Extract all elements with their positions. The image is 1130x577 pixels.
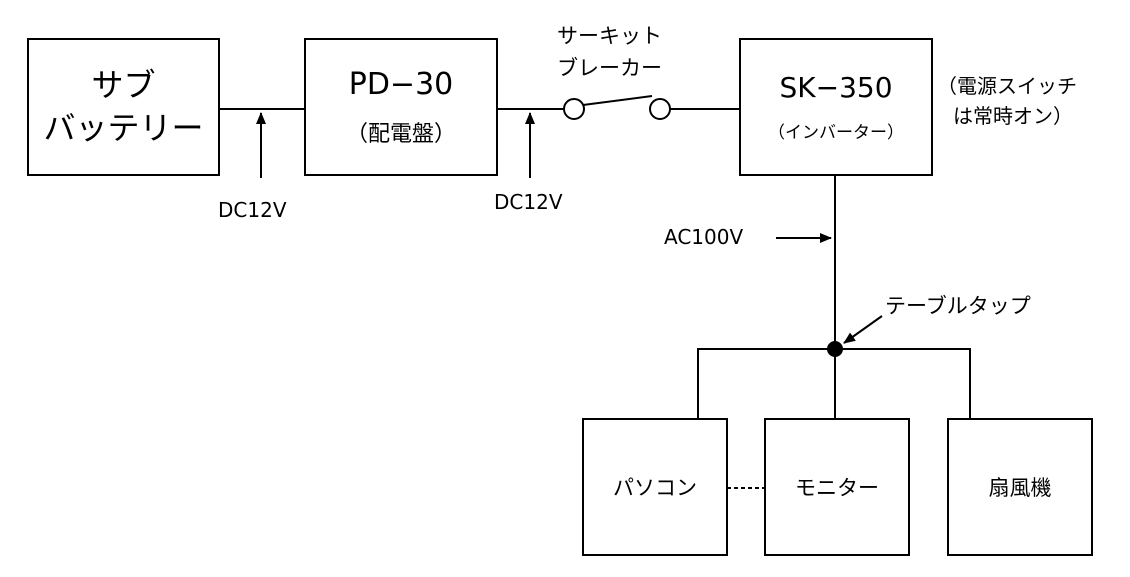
sub-battery-box: サブ バッテリー: [27, 38, 220, 176]
pd30-subtitle: （配電盤）: [345, 121, 456, 147]
monitor-label: モニター: [795, 476, 879, 500]
table-tap-node: [827, 341, 843, 357]
breaker-switch-lever: [582, 95, 653, 106]
sk350-name: SK−350: [779, 71, 893, 104]
breaker-terminal-left: [563, 98, 585, 120]
breaker-label-line2: ブレーカー: [557, 56, 662, 80]
pd30-box: PD−30 （配電盤）: [304, 38, 498, 176]
table-tap-label: テーブルタップ: [885, 294, 1031, 318]
breaker-label-line1: サーキット: [557, 24, 662, 48]
sk350-subtitle: （インバーター）: [768, 123, 904, 143]
fan-box: 扇風機: [947, 418, 1093, 556]
tap-arrow: [843, 315, 883, 344]
breaker-terminal-right: [649, 98, 671, 120]
dc-voltage-label-1: DC12V: [218, 198, 287, 222]
dc-voltage-label-2: DC12V: [494, 190, 563, 214]
monitor-box: モニター: [764, 418, 910, 556]
power-switch-note-line1: （電源スイッチ: [937, 74, 1077, 98]
ac-voltage-label: AC100V: [664, 225, 744, 249]
pc-label: パソコン: [613, 476, 697, 500]
sub-battery-label-line2: バッテリー: [43, 109, 204, 147]
pc-box: パソコン: [582, 418, 728, 556]
sub-battery-label-line1: サブ: [91, 65, 156, 104]
power-switch-note-line2: は常時オン）: [953, 104, 1073, 128]
fan-label: 扇風機: [988, 476, 1052, 500]
sk350-box: SK−350 （インバーター）: [739, 38, 933, 176]
pd30-name: PD−30: [348, 66, 454, 102]
